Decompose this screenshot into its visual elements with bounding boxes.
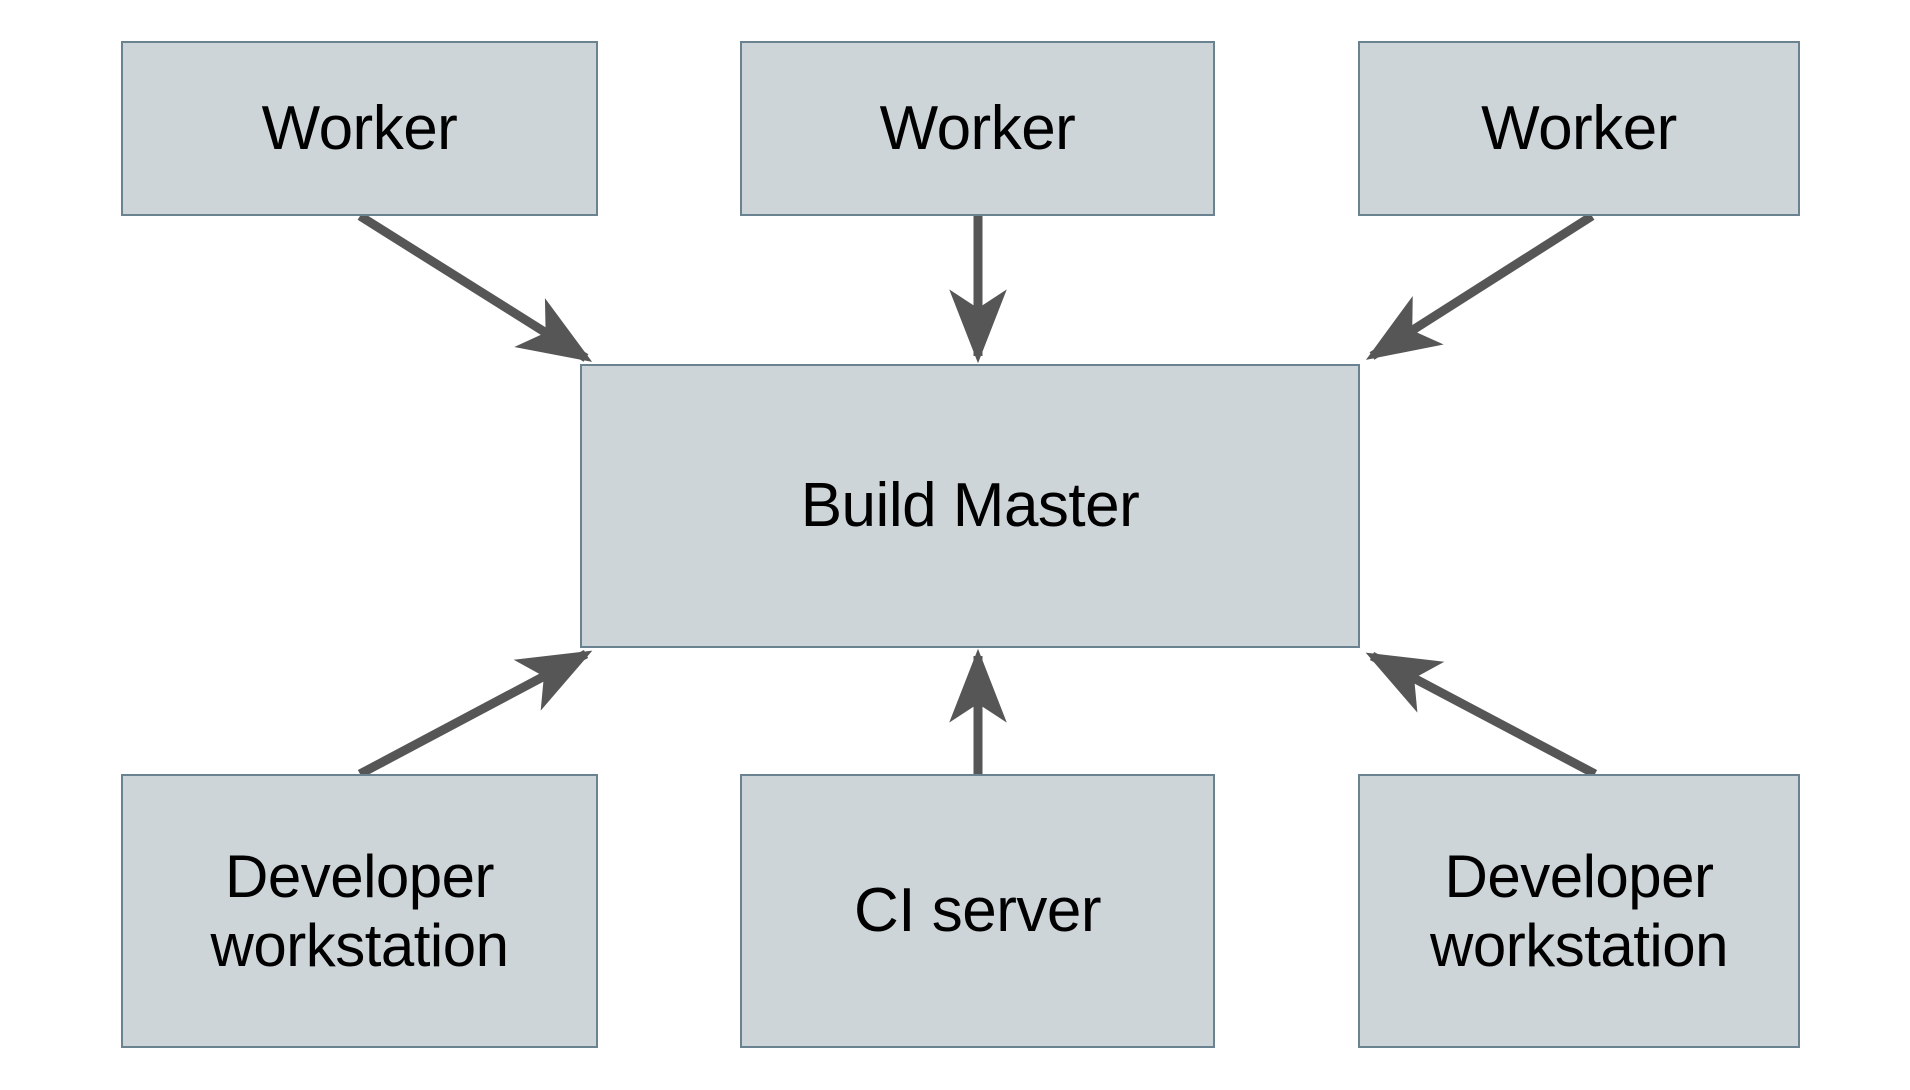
- node-worker-2-label: Worker: [879, 93, 1076, 163]
- edge-dev-ws-right-to-build-master: [1365, 652, 1598, 778]
- node-worker-2[interactable]: Worker: [740, 41, 1215, 216]
- node-developer-workstation-right[interactable]: Developer workstation: [1358, 774, 1800, 1048]
- node-build-master[interactable]: Build Master: [580, 364, 1360, 648]
- node-worker-1-label: Worker: [261, 93, 458, 163]
- node-worker-3-label: Worker: [1481, 93, 1677, 163]
- edge-worker-1-to-build-master: [357, 212, 593, 362]
- node-worker-1[interactable]: Worker: [121, 41, 598, 216]
- node-worker-3[interactable]: Worker: [1358, 41, 1800, 216]
- edge-worker-3-to-build-master: [1365, 212, 1595, 360]
- node-ci-server[interactable]: CI server: [740, 774, 1215, 1048]
- node-developer-workstation-right-label: Developer workstation: [1430, 843, 1728, 979]
- edge-dev-ws-left-to-build-master: [357, 650, 593, 778]
- node-build-master-label: Build Master: [800, 471, 1140, 541]
- node-developer-workstation-left[interactable]: Developer workstation: [121, 774, 598, 1048]
- node-ci-server-label: CI server: [854, 876, 1101, 946]
- node-developer-workstation-left-label: Developer workstation: [210, 843, 509, 979]
